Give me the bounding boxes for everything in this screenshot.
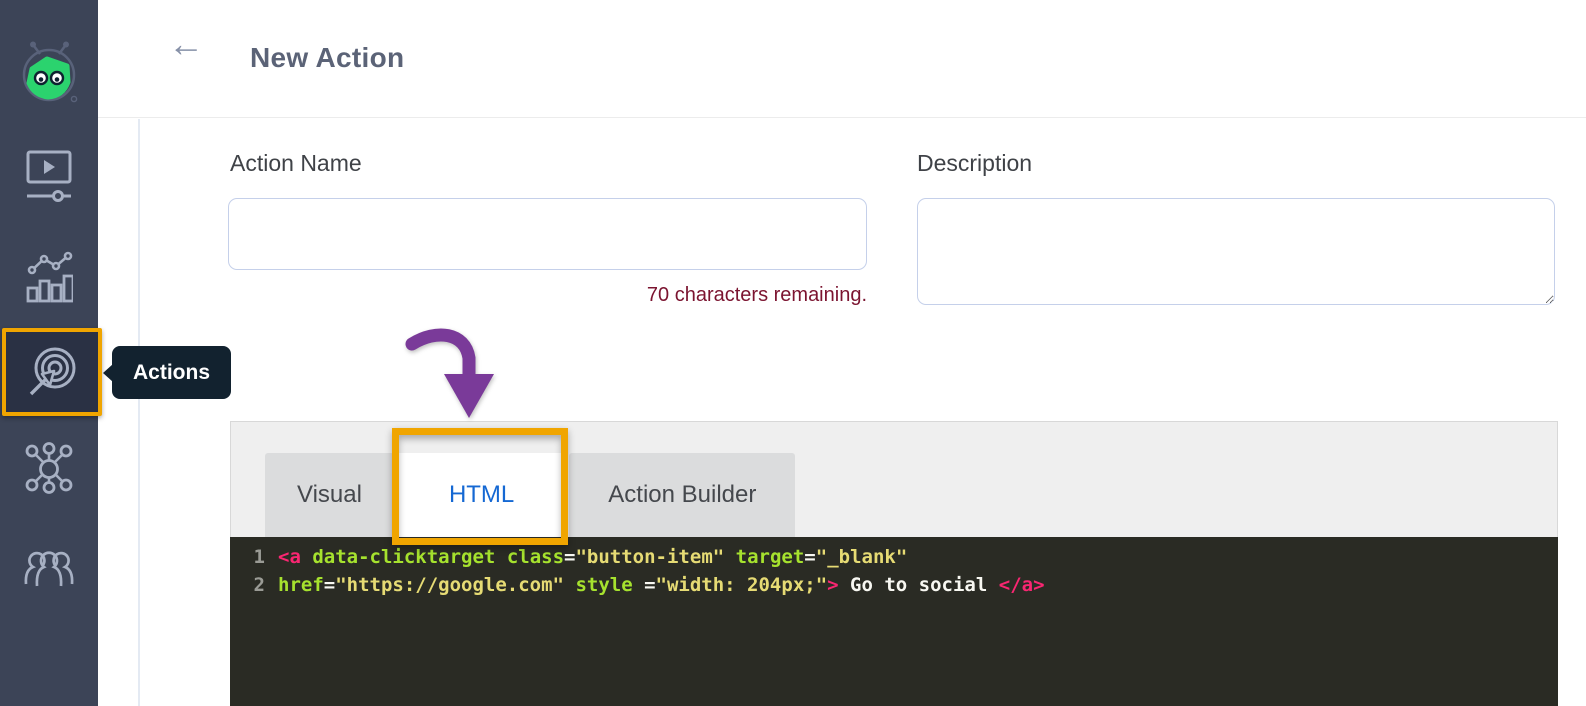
- bar-chart-icon: [26, 251, 73, 303]
- sidebar-item-actions[interactable]: [2, 328, 102, 416]
- video-player-icon: [26, 150, 72, 202]
- description-textarea[interactable]: [917, 198, 1555, 305]
- tab-action-builder-label: Action Builder: [608, 481, 757, 508]
- action-name-label: Action Name: [230, 150, 362, 176]
- line-number: 1: [253, 546, 265, 568]
- back-button[interactable]: ←: [168, 23, 204, 64]
- code-lines: 1<a data-clicktarget class="button-item"…: [230, 543, 1558, 599]
- tab-visual[interactable]: Visual: [265, 453, 394, 537]
- tab-strip: Visual HTML Action Builder: [230, 421, 1558, 537]
- action-name-input[interactable]: [228, 198, 867, 270]
- purple-arrow-annotation: [405, 328, 494, 418]
- characters-remaining-hint: 70 characters remaining.: [646, 284, 867, 306]
- bot-logo-icon: [22, 41, 78, 103]
- network-icon: [25, 442, 73, 494]
- page-header: ← New Action: [98, 0, 1586, 118]
- sidebar-item-analytics[interactable]: [25, 250, 73, 304]
- tab-html-label: HTML: [448, 481, 515, 508]
- sidebar-item-broadcast[interactable]: [25, 148, 73, 206]
- tabs-row: Visual HTML Action Builder: [265, 453, 796, 537]
- bot-logo[interactable]: [16, 38, 82, 104]
- tab-html[interactable]: HTML: [395, 453, 568, 537]
- content-left-divider: [138, 119, 140, 706]
- actions-tooltip: Actions: [112, 346, 232, 399]
- people-icon: [24, 551, 74, 587]
- tab-visual-label: Visual: [297, 481, 362, 508]
- code-line[interactable]: 1<a data-clicktarget class="button-item"…: [230, 543, 1558, 571]
- code-editor[interactable]: 1<a data-clicktarget class="button-item"…: [230, 537, 1558, 706]
- sidebar-item-integrations[interactable]: [23, 442, 75, 494]
- actions-tooltip-label: Actions: [133, 360, 211, 384]
- description-label: Description: [917, 150, 1033, 176]
- sidebar: [0, 0, 102, 706]
- tab-action-builder[interactable]: Action Builder: [569, 453, 796, 537]
- sidebar-item-audience[interactable]: [22, 538, 76, 588]
- page-title: New Action: [250, 42, 405, 73]
- line-number: 2: [253, 574, 265, 596]
- action-content-panel: Visual HTML Action Builder 1<a data-clic…: [230, 421, 1558, 706]
- target-arrow-icon: [29, 347, 76, 396]
